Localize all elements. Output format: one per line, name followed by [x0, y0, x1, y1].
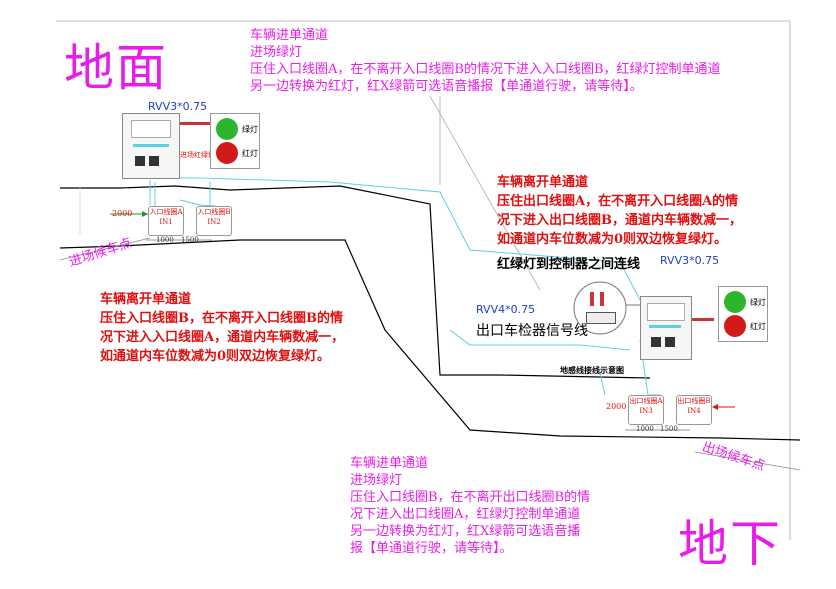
detector-lead-1	[590, 292, 594, 306]
exit-loop-b-label: 出口线圈B	[677, 397, 711, 405]
entry-loop-a-input: IN1	[159, 218, 173, 226]
entry-loop-a: 入口线圈A IN1	[148, 206, 184, 236]
bottom-entry-line1: 车辆进单通道	[350, 456, 429, 471]
exit-controller-module	[647, 303, 685, 321]
entry-loop-a-label: 入口线圈A	[149, 208, 183, 216]
red-light	[216, 142, 238, 164]
cable-label-right: RVV3*0.75	[660, 254, 720, 267]
exit-green-light	[724, 291, 746, 313]
entry-dim-a: 1000	[156, 236, 174, 244]
detector-terminal	[586, 312, 616, 324]
terminal-2	[149, 156, 159, 166]
entry-loop-b: 入口线圈B IN2	[196, 206, 232, 236]
bottom-entry-line5: 另一边转换为红灯，红X绿箭可选语音播	[350, 524, 581, 539]
terminal-1	[135, 156, 145, 166]
left-exit-description: 车辆离开单通道 压住入口线圈B，在不离开入口线圈B的情 况下进入入口线圈A，通道…	[100, 290, 344, 366]
entry-loop-b-label: 入口线圈B	[197, 208, 231, 216]
exit-loop-a-input: IN3	[639, 407, 653, 415]
top-entry-line2: 进场绿灯	[250, 45, 303, 60]
entry-dim-left: 2000	[112, 209, 133, 218]
entry-dim-b: 1500	[181, 236, 199, 244]
bottom-entry-line3: 压住入口线圈B，在不离开出口线圈B的情	[350, 490, 591, 505]
bottom-entry-line6: 报【单通道行驶，请等待】。	[350, 541, 513, 556]
exit-terminal-2	[665, 337, 675, 347]
exit-controller	[640, 296, 692, 360]
exit-detector-signal-label: 出口车检器信号线	[476, 323, 588, 339]
cable-label-rvv4: RVV4*0.75	[476, 303, 536, 316]
bottom-entry-description: 车辆进单通道 进场绿灯 压住入口线圈B，在不离开出口线圈B的情 况下进入出口线圈…	[350, 455, 590, 557]
ground-title: 地面	[64, 39, 168, 97]
exit-green-lamp-label: 绿灯	[750, 298, 766, 307]
entry-controller	[122, 113, 180, 179]
controller-bus	[133, 144, 169, 147]
exit-controller-bus	[649, 325, 681, 328]
left-exit-line4: 如通道内车位数减为0则双边恢复绿灯。	[100, 349, 331, 364]
exit-loop-a: 出口线圈A IN3	[628, 395, 664, 425]
exit-dim-b: 1500	[660, 425, 678, 433]
controller-module	[131, 120, 171, 138]
underground-title: 地下	[678, 515, 782, 573]
exit-loop-b-input: IN4	[687, 407, 701, 415]
top-entry-line4: 另一边转换为红灯，红X绿箭可选语音播报【单通道行驶，请等待】。	[250, 79, 643, 94]
exit-loop-b: 出口线圈B IN4	[676, 395, 712, 425]
bottom-entry-line2: 进场绿灯	[350, 473, 403, 488]
cable-label-top: RVV3*0.75	[148, 100, 208, 113]
top-entry-description: 车辆进单通道 进场绿灯 压住入口线圈A，在不离开入口线圈B的情况下进入入口线圈B…	[250, 27, 721, 95]
top-entry-line1: 车辆进单通道	[250, 28, 329, 43]
exit-terminal-1	[651, 337, 661, 347]
red-lamp-label: 红灯	[242, 149, 258, 158]
loop-wiring-label: 地感线接线示意图	[560, 365, 624, 375]
exit-loop-a-label: 出口线圈A	[629, 397, 663, 405]
green-light	[216, 118, 238, 140]
detector-lead-2	[600, 292, 604, 306]
bottom-entry-line4: 况下进入出口线圈A，红绿灯控制单通道	[350, 507, 581, 522]
exit-red-light	[724, 315, 746, 337]
green-lamp-label: 绿灯	[242, 125, 258, 134]
right-exit-line2: 压住出口线圈A，在不离开入口线圈A的情	[497, 194, 739, 209]
exit-red-lamp-label: 红灯	[750, 322, 766, 331]
right-exit-description: 车辆离开单通道 压住出口线圈A，在不离开入口线圈A的情 况下进入出口线圈B，通道…	[497, 173, 742, 249]
exit-dim-left: 2000	[606, 402, 627, 411]
controller-strip-top	[180, 122, 212, 125]
exit-traffic-light: 绿灯 红灯	[718, 286, 768, 342]
top-entry-line3: 压住入口线圈A，在不离开入口线圈B的情况下进入入口线圈B，红绿灯控制单通道	[250, 62, 721, 77]
entry-traffic-light: 绿灯 红灯	[210, 113, 260, 169]
controller-tag: 进场红绿灯	[180, 151, 215, 159]
right-exit-line3: 况下进入出口线圈B，通道内车辆数减一，	[497, 213, 742, 228]
left-exit-line1: 车辆离开单通道	[100, 292, 192, 307]
exit-controller-strip	[692, 318, 714, 321]
entry-loop-b-input: IN2	[207, 218, 221, 226]
right-exit-line4: 如通道内车位数减为0则双边恢复绿灯。	[497, 232, 728, 247]
left-exit-line3: 况下进入入口线圈A，通道内车辆数减一，	[100, 330, 345, 345]
right-exit-line1: 车辆离开单通道	[497, 175, 589, 190]
exit-dim-a: 1000	[636, 425, 654, 433]
left-exit-line2: 压住入口线圈B，在不离开入口线圈B的情	[100, 311, 343, 326]
lamp-link-label: 红绿灯到控制器之间连线	[497, 257, 641, 272]
